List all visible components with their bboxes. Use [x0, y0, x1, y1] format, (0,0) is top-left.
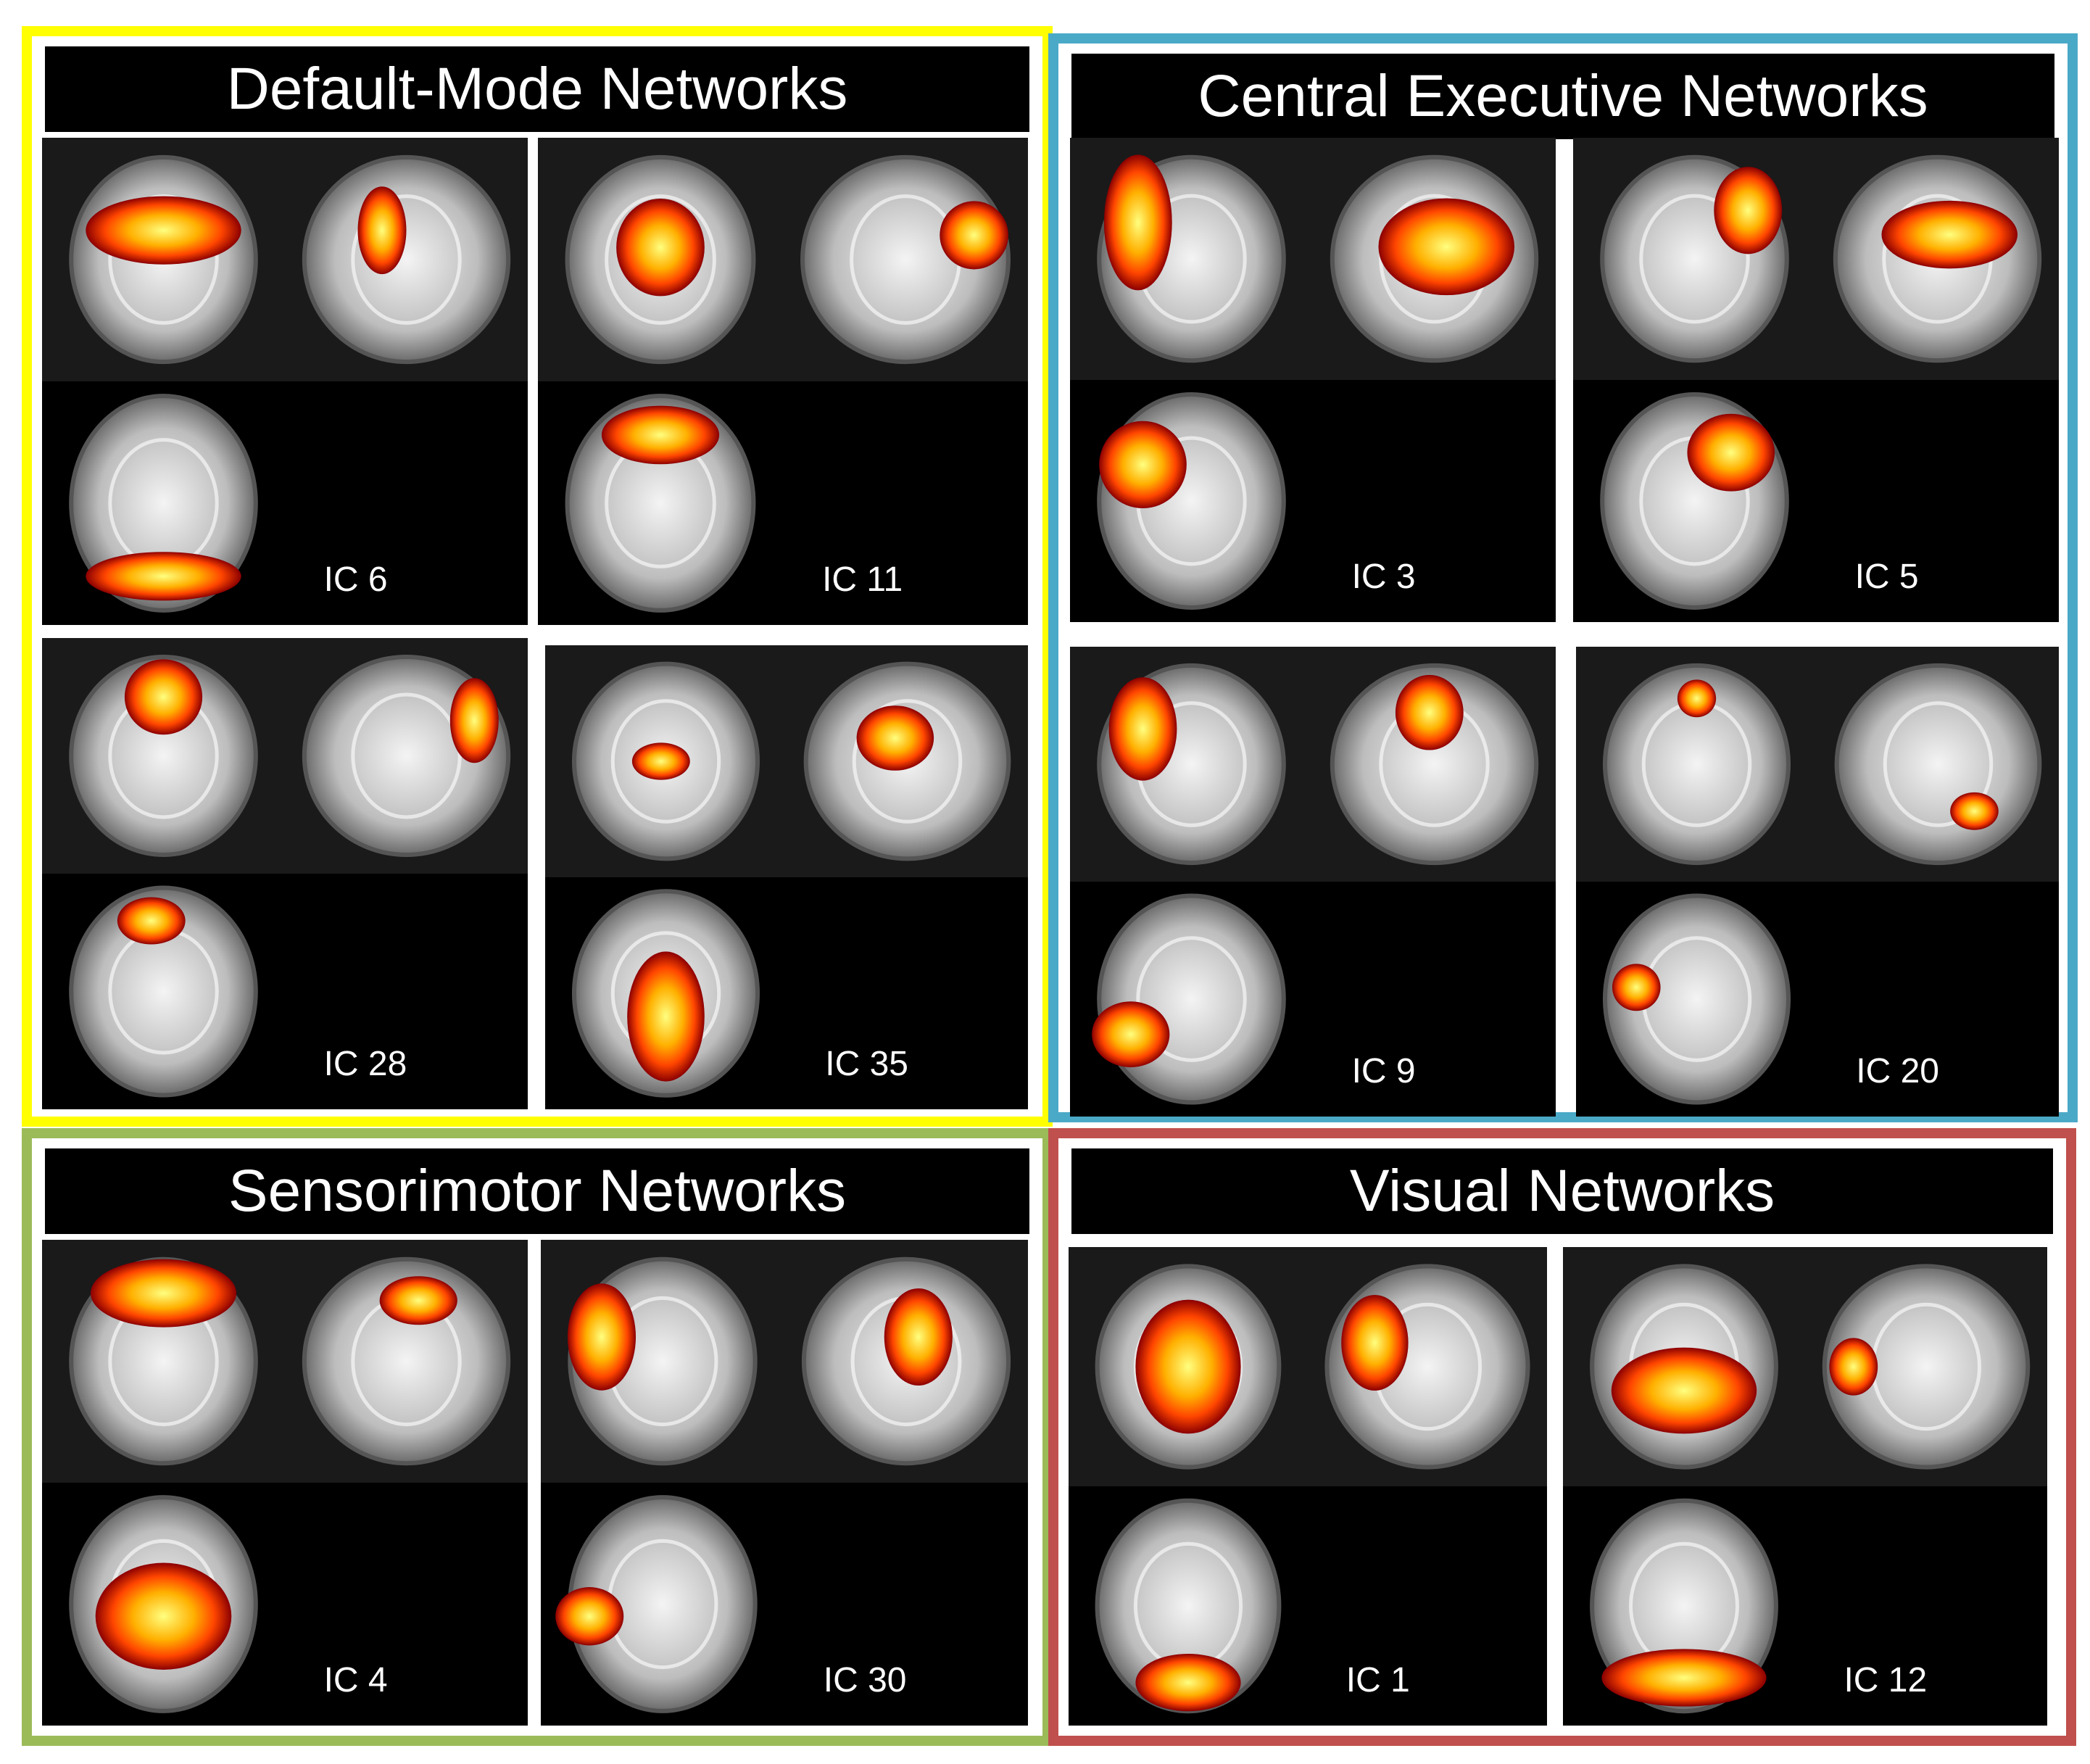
sagittal-slice	[1834, 663, 2042, 866]
activation-blob	[1341, 1295, 1409, 1391]
activation-blob	[95, 1562, 232, 1670]
activation-blob	[449, 678, 499, 763]
ic-panel: IC 4	[42, 1240, 528, 1726]
coronal-slice	[1602, 663, 1791, 866]
ic-panel: IC 3	[1070, 138, 1556, 622]
activation-blob	[1612, 964, 1661, 1011]
ic-panel: IC 28	[42, 638, 528, 1109]
axial-slice	[69, 885, 258, 1098]
activation-blob	[616, 199, 705, 297]
white-matter-contour	[351, 194, 462, 325]
ic-panel: IC 6	[42, 138, 528, 625]
activation-blob	[86, 196, 241, 265]
white-matter-contour	[852, 699, 963, 824]
sagittal-slice	[302, 1256, 511, 1466]
activation-blob	[555, 1587, 624, 1646]
activation-blob	[86, 552, 241, 601]
ic-label: IC 3	[1351, 558, 1416, 596]
group-title: Visual Networks	[1071, 1148, 2053, 1234]
group-title: Sensorimotor Networks	[45, 1148, 1029, 1234]
activation-blob	[1611, 1347, 1757, 1434]
activation-blob	[884, 1288, 953, 1386]
activation-blob	[1829, 1338, 1878, 1396]
activation-blob	[601, 405, 720, 465]
activation-blob	[856, 705, 934, 771]
ic-label: IC 30	[823, 1661, 907, 1699]
activation-blob	[1714, 167, 1783, 254]
axial-slice	[1602, 893, 1791, 1105]
activation-blob	[627, 951, 705, 1082]
sagittal-slice	[1822, 1264, 2031, 1470]
ic-label: IC 9	[1351, 1052, 1416, 1090]
ic-label: IC 20	[1856, 1052, 1939, 1090]
white-matter-contour	[1639, 194, 1750, 324]
ic-label: IC 28	[323, 1045, 407, 1083]
ic-label: IC 5	[1854, 558, 1919, 596]
ic-panel: IC 12	[1563, 1247, 2047, 1726]
activation-blob	[1135, 1654, 1241, 1712]
coronal-slice	[69, 655, 258, 857]
ic-label: IC 11	[822, 560, 903, 599]
activation-blob	[379, 1276, 457, 1325]
activation-blob	[1677, 679, 1717, 718]
ic-panel: IC 11	[538, 138, 1028, 625]
white-matter-contour	[605, 194, 716, 325]
ic-label: IC 35	[825, 1045, 908, 1083]
activation-blob	[1881, 200, 2018, 269]
activation-blob	[357, 186, 407, 275]
axial-slice	[1097, 893, 1286, 1105]
activation-blob	[117, 897, 186, 945]
activation-blob	[1950, 792, 1999, 830]
ic-label: IC 4	[323, 1661, 388, 1699]
ic-panel: IC 30	[541, 1240, 1028, 1726]
ic-panel: IC 20	[1576, 647, 2059, 1117]
group-title: Default-Mode Networks	[45, 46, 1029, 132]
activation-blob	[1103, 154, 1172, 291]
group-title: Central Executive Networks	[1071, 54, 2054, 139]
activation-blob	[1395, 674, 1464, 750]
activation-blob	[1378, 198, 1515, 296]
white-matter-contour	[1883, 701, 1994, 827]
activation-blob	[1135, 1299, 1241, 1434]
ic-panel: IC 9	[1070, 647, 1556, 1117]
activation-blob	[1092, 1001, 1170, 1067]
ic-panel: IC 35	[545, 645, 1028, 1109]
sagittal-slice	[1330, 663, 1539, 866]
white-matter-contour	[351, 692, 462, 819]
white-matter-contour	[1136, 936, 1247, 1062]
white-matter-contour	[610, 699, 721, 824]
sagittal-slice	[302, 154, 511, 365]
ic-panel: IC 1	[1069, 1247, 1547, 1726]
ic-label: IC 6	[323, 560, 388, 599]
activation-blob	[91, 1259, 236, 1328]
activation-blob	[1099, 421, 1187, 509]
activation-blob	[631, 742, 690, 780]
ic-label: IC 12	[1844, 1661, 1928, 1699]
activation-blob	[940, 201, 1008, 270]
ic-label: IC 1	[1345, 1661, 1410, 1699]
activation-blob	[124, 659, 203, 735]
activation-blob	[1687, 413, 1775, 492]
activation-blob	[1108, 677, 1177, 781]
activation-blob	[567, 1283, 636, 1391]
activation-blob	[1601, 1649, 1767, 1707]
ic-panel: IC 5	[1573, 138, 2059, 622]
